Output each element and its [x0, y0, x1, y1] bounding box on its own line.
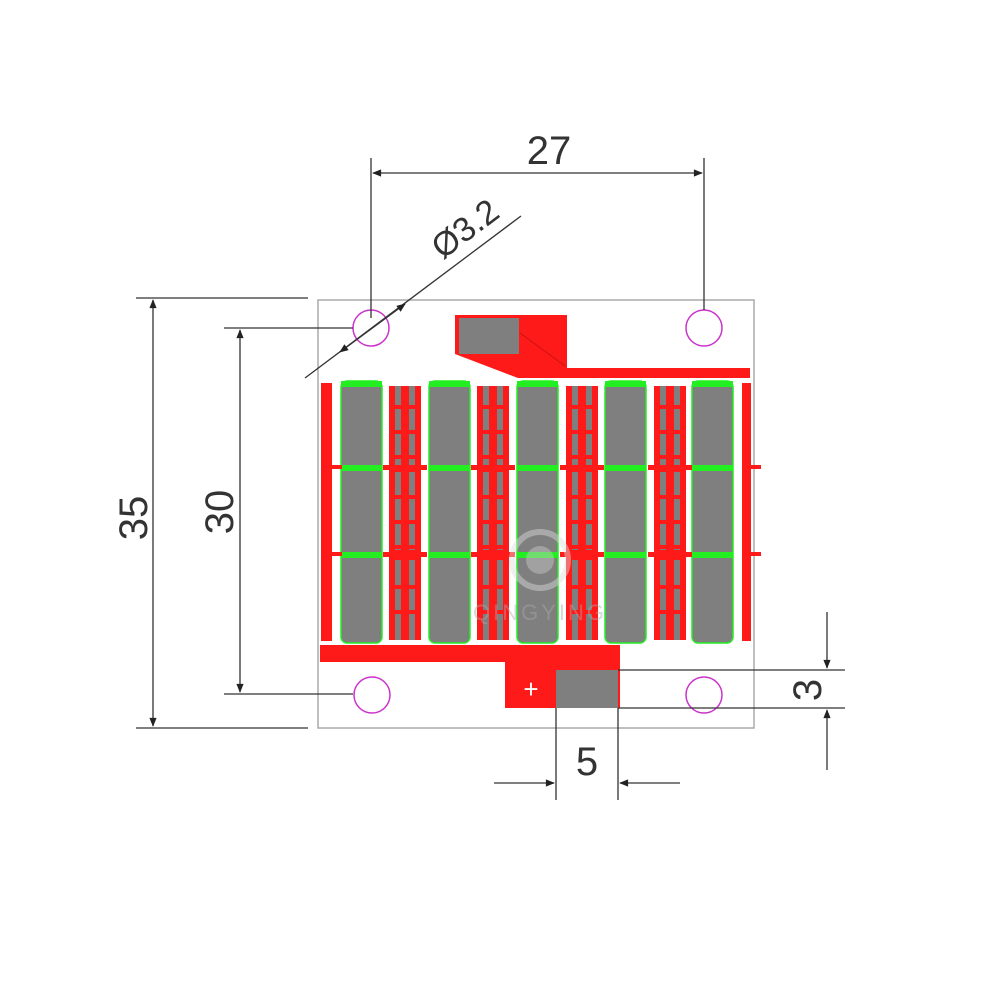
dimension-width-top	[370, 158, 705, 318]
dimension-hole-diameter-label: Ø3.2	[425, 192, 507, 267]
watermark-logo: QINGYING	[473, 529, 607, 625]
led-strip-2	[428, 380, 471, 644]
dimension-height-inner	[224, 327, 353, 695]
led-strips	[340, 380, 734, 644]
dimension-height-outer	[136, 297, 308, 729]
dimension-hole-diameter	[304, 215, 522, 379]
led-strip-1	[340, 380, 383, 644]
dimension-pad-width	[494, 708, 680, 800]
plus-icon: +	[523, 674, 538, 704]
connector-1	[383, 386, 427, 640]
edge-connector-2	[742, 383, 761, 641]
dimension-pad-height-label: 3	[786, 679, 830, 701]
led-strip-5	[691, 380, 734, 644]
dimension-pad-width-label: 5	[576, 740, 598, 784]
connector-4	[648, 386, 692, 640]
top-pad	[459, 318, 519, 354]
bottom-trace	[320, 645, 620, 708]
edge-connector-1	[321, 383, 342, 641]
led-strip-3	[516, 380, 559, 644]
dimension-height-outer-label: 35	[112, 496, 156, 541]
top-trace	[455, 315, 750, 378]
watermark-text: QINGYING	[473, 600, 607, 625]
red-connectors	[321, 383, 761, 641]
connector-3	[560, 386, 604, 640]
bottom-pad	[556, 670, 618, 708]
dimension-pad-height	[618, 612, 845, 770]
mounting-hole-bottom-right	[685, 676, 723, 714]
connector-2	[471, 386, 515, 640]
dimension-width-top-label: 27	[527, 129, 572, 173]
dimension-height-inner-label: 30	[198, 490, 242, 535]
led-strip-4	[604, 380, 647, 644]
mounting-hole-bottom-left	[353, 676, 391, 714]
